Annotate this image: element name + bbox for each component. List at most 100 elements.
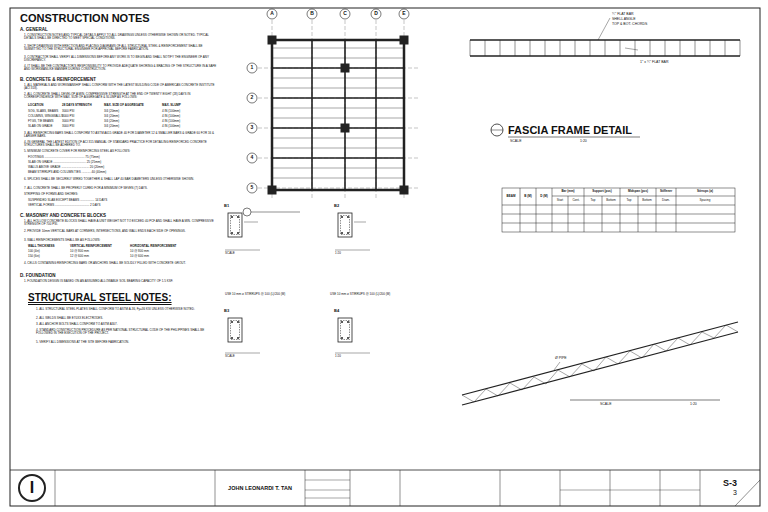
drawing-annotation: SCALE — [225, 252, 235, 255]
table-header: Stirrups (ø) — [697, 190, 713, 193]
note-text: WALL THICKNESS — [28, 245, 55, 248]
drawing-annotation: B2 — [334, 204, 339, 209]
section-heading: STRUCTURAL STEEL NOTES: — [28, 292, 172, 304]
sheet-count: 3 — [723, 489, 737, 497]
grid-bubbles — [247, 9, 409, 193]
note-text: MAX. SIZE OF AGGREGATE — [104, 104, 144, 107]
logo-mark: I — [30, 479, 34, 497]
note-text: 5. MINIMUM CONCRETE COVER FOR REINFORCIN… — [24, 150, 219, 153]
drawing-annotation: B3 — [224, 309, 229, 314]
note-text: 3/4 (20mm) — [104, 120, 119, 123]
note-text: 4 IN (100mm) — [162, 110, 180, 113]
note-text: 10 @ 800 mm — [130, 250, 149, 253]
note-text: 1. FOUNDATION DESIGN IS BASED ON AN ASSU… — [24, 280, 219, 283]
section-heading: C. MASONRY AND CONCRETE BLOCKS — [20, 213, 106, 218]
note-text: 3000 PSI — [62, 110, 74, 113]
designer-name: JOHN LEONARDI T. TAN — [228, 485, 292, 491]
table-header: Support (pcs) — [592, 190, 612, 193]
drawing-annotation: SCALE — [225, 355, 235, 358]
grid-bubble-label: C — [343, 11, 347, 17]
table-header: Stiffener — [660, 190, 672, 193]
table-header: Top — [627, 199, 632, 202]
grid-bubble-label: B — [310, 11, 314, 17]
note-text: 1. ALL HOLLOW CONCRETE BLOCKS SHALL HAVE… — [24, 220, 219, 227]
note-text: 1. CONSTRUCTION NOTES AND TYPICAL DETAIL… — [24, 34, 219, 41]
note-text: 4 IN (100mm) — [162, 120, 180, 123]
note-text: FOOTINGS ...............................… — [28, 156, 100, 159]
sheet-number: S-3 — [723, 479, 737, 489]
table-header: Bar (mm) — [561, 190, 574, 193]
note-text: 4 IN (100mm) — [162, 125, 180, 128]
fascia-frame — [470, 18, 740, 137]
table-header: Bottom — [642, 199, 652, 202]
note-text: 3/4 (20mm) — [104, 110, 119, 113]
title-block — [10, 470, 760, 506]
note-text: COLUMNS, WINGWALLS — [28, 115, 63, 118]
table-header: Top — [591, 199, 596, 202]
drawing-annotation: 1:20 — [690, 402, 697, 406]
note-text: WALLS ABOVE GRADE ......................… — [28, 166, 104, 169]
note-text: 28 DAYS STRENGTH — [62, 104, 92, 107]
note-text: BEAM STIRRUPS AND COLUMN TIES ..........… — [28, 171, 106, 174]
note-text: 10 @ 800 mm — [70, 250, 89, 253]
note-text: SUSPENDED SLAB EXCEPT BEAMS ............… — [28, 199, 107, 202]
drawing-annotation: USE 10 mm ø STIRRUPS @ 100 (L)/200 (M) — [225, 293, 285, 296]
drawing-annotation: 1:20 — [580, 139, 587, 143]
drawing-annotation: SHELL ANGLE — [612, 17, 636, 21]
drawing-annotation: TOP & BOT. CHORDS — [612, 22, 647, 26]
note-text: LOCATION — [28, 104, 43, 107]
note-text: 1. ALL STRUCTURAL STEEL PLATES SHALL CON… — [36, 308, 211, 311]
note-text: 3/4 (20mm) — [104, 115, 119, 118]
drawing-annotation: SCALE — [600, 402, 611, 406]
note-text: 7. ALL CONCRETE SHALL BE PROPERLY CURED … — [24, 187, 219, 190]
grid-bubble-label: 2 — [251, 95, 254, 101]
table-header: Spacing — [700, 199, 711, 202]
note-text: 2. PROVIDE 10mm VERTICAL BARS AT CORNERS… — [24, 230, 219, 233]
table-header: B (M) — [524, 195, 532, 198]
note-text: 3/4 (20mm) — [104, 125, 119, 128]
drawing-annotation: 1:20 — [335, 252, 341, 255]
drawing-annotation: B4 — [334, 309, 339, 314]
note-text: 4 IN (100mm) — [162, 115, 180, 118]
grid-lines — [258, 20, 420, 200]
drawing-annotation: 1:20 — [335, 355, 341, 358]
note-text: 6. SPLICES SHALL BE SECURELY WIRED TOGET… — [24, 178, 219, 181]
note-text: 3. ALL ANCHOR BOLTS SHALL CONFORM TO AST… — [36, 323, 211, 326]
note-text: SLAB ON GRADE ..........................… — [28, 161, 101, 164]
note-text: VERTICAL REINFORCEMENT — [70, 245, 112, 248]
sheet-title: CONSTRUCTION NOTES — [20, 12, 150, 25]
note-text: 2. ALL WELDS SHALL BE E70XX ELECTRODES. — [36, 317, 211, 320]
beam-schedule-grid — [502, 188, 735, 232]
designer-name-cell: JOHN LEONARDI T. TAN — [226, 483, 294, 493]
sheet-number-cell: S-33 — [721, 477, 739, 499]
table-header: Bottom — [606, 199, 616, 202]
grid-bubble-label: E — [402, 11, 405, 17]
grid-bubble-label: 3 — [251, 125, 254, 131]
framing-plan — [243, 36, 408, 216]
note-text: 100 (4in) — [28, 250, 40, 253]
note-text: 4. CELLS CONTAINING REINFORCING BARS OR … — [24, 262, 219, 265]
drawing-annotation: SCALE — [510, 139, 521, 143]
section-heading: D. FOUNDATION — [20, 273, 55, 278]
note-text: 10 @ 600 mm — [130, 255, 149, 258]
section-heading: A. GENERAL — [20, 27, 48, 32]
grid-bubble-label: 5 — [251, 185, 254, 191]
note-text: MAX. SLUMP — [162, 104, 181, 107]
note-text: 150 (6in) — [28, 255, 40, 258]
note-text: 12 @ 600 mm — [70, 255, 89, 258]
note-text: SOG, SLABS, BEAMS — [28, 110, 58, 113]
note-text: HORIZONTAL REINFORCEMENT — [130, 245, 176, 248]
section-heading: B. CONCRETE & REINFORCEMENT — [20, 77, 96, 82]
note-text: VERTICAL FORMS .........................… — [28, 204, 100, 207]
grid-bubble-label: A — [270, 11, 274, 17]
note-text: 3000 PSI — [62, 120, 74, 123]
note-text: 3000 PSI — [62, 125, 74, 128]
detail-title: FASCIA FRAME DETAIL — [508, 124, 632, 137]
truss-elevation — [462, 322, 738, 405]
note-text: 3000 PSI — [62, 115, 74, 118]
beam-sections — [225, 213, 370, 353]
note-text: FTGS, TIE BEAMS — [28, 120, 54, 123]
note-text: 2. SHOP DRAWINGS WITH ERECTION AND PLACI… — [24, 45, 219, 52]
table-header: Diam. — [662, 199, 670, 202]
grid-bubble-label: D — [374, 11, 378, 17]
